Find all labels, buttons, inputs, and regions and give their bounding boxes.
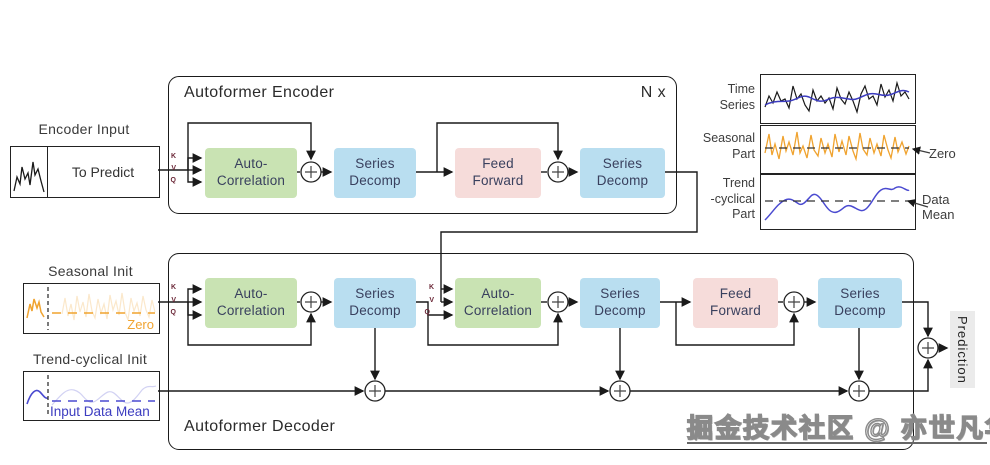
seasonal-init-zero-label: Zero: [127, 317, 154, 332]
encoder-skip-2: [436, 122, 563, 172]
decoder-residual-3: [675, 302, 799, 346]
encoder-input-label: Encoder Input: [38, 121, 130, 137]
trend-init-box: Input Data Mean: [23, 371, 160, 421]
trend-output: [869, 358, 933, 392]
seasonal-init-label: Seasonal Init: [48, 263, 133, 279]
trend-plot: [764, 186, 910, 221]
encoder-skip-1: [187, 122, 316, 170]
encoder-title: Autoformer Encoder: [184, 84, 335, 101]
encoder-to-decoder: [440, 171, 698, 302]
trend-init-mean-label: Input Data Mean: [50, 404, 150, 419]
decoder-auto-correlation-2-block: Auto- Correlation: [455, 278, 541, 328]
encoder-auto-correlation-block: Auto- Correlation: [205, 148, 297, 198]
time-series-label: Time Series: [719, 82, 755, 112]
sum-node: [364, 380, 386, 402]
zero-annotation: Zero: [929, 146, 956, 161]
decoder-title: Autoformer Decoder: [184, 418, 336, 435]
annotation-arrows: [906, 146, 931, 208]
watermark-underline: [687, 442, 987, 444]
encoder-repeat-label: N x: [640, 84, 666, 101]
time-series-plot-box: [760, 74, 916, 124]
decoder-series-decomp-2-block: Series Decomp: [580, 278, 660, 328]
prediction-label: Prediction: [950, 311, 975, 388]
sum-node: [783, 291, 805, 313]
decoder-k2-label: K: [428, 284, 434, 291]
data-mean-pointer-arrow: [906, 199, 929, 208]
decoder-auto-correlation-1-block: Auto- Correlation: [205, 278, 297, 328]
encoder-q-label: Q: [170, 177, 176, 184]
decoder-wires: [158, 284, 949, 396]
seasonal-init-plot: [26, 287, 156, 330]
sum-node: [917, 337, 939, 359]
decoder-q1-label: Q: [170, 309, 176, 316]
seasonal-plot-box: [760, 125, 916, 174]
seasonal-init-box: Zero: [23, 283, 160, 334]
sum-node: [300, 291, 322, 313]
to-predict-label: To Predict: [71, 164, 135, 180]
decoder-v2-label: V: [429, 297, 434, 304]
zero-pointer-arrow: [911, 146, 931, 155]
sum-node: [609, 380, 631, 402]
trend-plot-box: [760, 174, 916, 230]
trend-init-label: Trend-cyclical Init: [32, 351, 148, 367]
decoder-container: [168, 253, 914, 450]
decoder-feed-forward-block: Feed Forward: [693, 278, 778, 328]
sum-node: [848, 380, 870, 402]
encoder-v-label: V: [171, 165, 176, 172]
seasonal-output: [902, 301, 933, 338]
input-series-sparkline: [13, 161, 45, 193]
decoder-series-decomp-3-block: Series Decomp: [818, 278, 902, 328]
encoder-wires: [158, 122, 698, 307]
sum-nodes: [300, 161, 939, 402]
encoder-container: [168, 76, 677, 214]
trend-part-label: Trend -cyclical Part: [710, 176, 755, 222]
data-mean-annotation: Data Mean: [922, 192, 955, 222]
sum-node: [547, 161, 569, 183]
input-box-divider: [47, 147, 48, 197]
encoder-feed-forward-block: Feed Forward: [455, 148, 541, 198]
sum-node: [300, 161, 322, 183]
decoder-residual-1: [187, 302, 316, 346]
seasonal-part-label: Seasonal Part: [702, 131, 755, 161]
decoder-v1-label: V: [171, 297, 176, 304]
decoder-k1-label: K: [170, 284, 176, 291]
time-series-plot: [764, 80, 910, 115]
watermark: 掘金技术社区 @ 亦世凡华: [686, 412, 990, 443]
sum-node: [547, 291, 569, 313]
encoder-k-label: K: [170, 153, 176, 160]
trend-init-plot: [26, 375, 157, 417]
encoder-series-decomp-1-block: Series Decomp: [334, 148, 416, 198]
encoder-series-decomp-2-block: Series Decomp: [580, 148, 665, 198]
decoder-series-decomp-1-block: Series Decomp: [334, 278, 416, 328]
encoder-input-box: To Predict: [10, 146, 160, 198]
decoder-q2-label: Q: [424, 309, 430, 316]
decoder-residual-2: [427, 312, 563, 346]
seasonal-plot: [764, 131, 910, 162]
